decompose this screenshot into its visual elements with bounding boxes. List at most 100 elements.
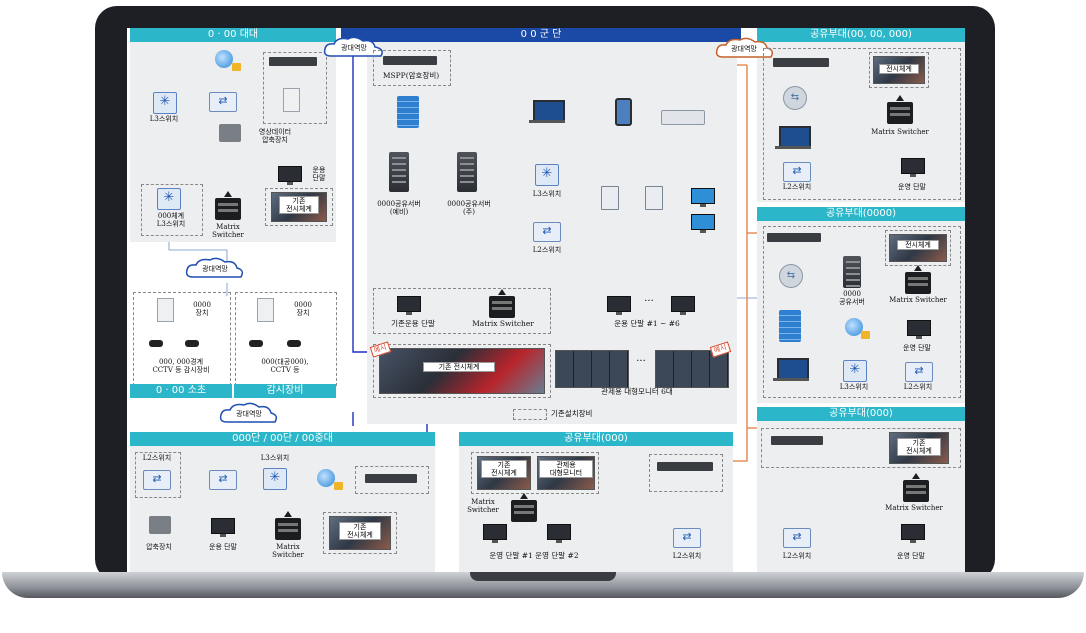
- section-title-shared-tr: 공유부대(00, 00, 000): [757, 28, 965, 42]
- op-terminal-range-label: 운용 단말 #1 ~ #6: [614, 319, 680, 328]
- existing-lr-box: [761, 428, 961, 468]
- l2-switch-mr-icon: ⇄: [905, 362, 933, 382]
- op-terminal-icon: [278, 166, 302, 185]
- existing-op-terminal-label: 기존운용 단말: [391, 319, 435, 328]
- server-backup-icon: [389, 152, 409, 192]
- matrix-switcher-mr-label: Matrix Switcher: [889, 296, 947, 304]
- pc-icon-2: [645, 186, 663, 210]
- op-terminal-bl-icon: [211, 518, 235, 537]
- matrix-switcher-tr-icon: [887, 95, 913, 124]
- control-monitor-bc-label: 관제용 대형모니터: [539, 460, 593, 478]
- l2-switch-tr-label: L2스위치: [782, 183, 812, 191]
- server-backup-label: 0000공유서버 (예비): [377, 200, 421, 216]
- switch-bl-icon: ⇄: [209, 470, 237, 490]
- wan-cloud-left: 광대역망: [183, 257, 247, 281]
- matrix-switcher-tr-label: Matrix Switcher: [871, 128, 929, 136]
- laptop-notch: [470, 572, 616, 581]
- mspp-box: [373, 50, 451, 86]
- l3-switch-mr-label: L3스위치: [839, 383, 869, 391]
- mspp-device: [269, 57, 317, 66]
- section-title-shared-mr: 공유부대(0000): [757, 207, 965, 221]
- monitor-icon-1: [691, 188, 715, 207]
- matrix-switcher-bl-icon: [275, 511, 301, 540]
- l2-switch-bc-icon: ⇄: [673, 528, 701, 548]
- cctv-icon-a1: [149, 340, 163, 347]
- l3-switch-icon: ✳: [153, 92, 177, 114]
- existing-l2-box: [135, 452, 181, 498]
- existing-terminal-box: [373, 288, 551, 334]
- op-terminal-bc-2-icon: [547, 524, 571, 543]
- matrix-switcher-bc-icon: [511, 493, 537, 522]
- laptop-screen: 0 · 00 대대 ✳ L3스위치 ⇄ 영상데이터 압축장치 운용 단말 ✳ 0…: [127, 28, 965, 572]
- existing-mspp-bc-box: [649, 454, 723, 492]
- cctv-icon-b2: [287, 340, 301, 347]
- ellipsis-terminals: ···: [644, 296, 654, 307]
- appliance-icon: [661, 110, 705, 125]
- display-mr-label: 전시체계: [897, 240, 939, 250]
- matrix-switcher-center-label: Matrix Switcher: [472, 319, 534, 328]
- kiosk-icon: [283, 88, 300, 112]
- l2-switch-center-icon: ⇄: [533, 222, 561, 242]
- compress-bl-label: 압축장치: [146, 543, 172, 551]
- l2-switch-icon: ⇄: [209, 92, 237, 112]
- lock-bl-icon: [334, 482, 343, 490]
- existing-display-box: [265, 188, 333, 226]
- matrix-switcher-icon: [215, 191, 241, 220]
- shared-server-mr-label: 0000 공유서버: [839, 290, 865, 306]
- l2-switch-mr-label: L2스위치: [903, 383, 933, 391]
- firewall-mr-icon: [779, 310, 801, 342]
- op-terminal-label: 운용 단말: [312, 166, 326, 182]
- guard-post-title: 0 · 00 소초: [130, 384, 232, 398]
- matrix-switcher-bc-label: Matrix Switcher: [467, 498, 499, 514]
- op-terminal-lr-icon: [901, 524, 925, 543]
- cctv-b-label: 000(대공000), CCTV 등: [261, 358, 309, 374]
- op-terminal-tr-icon: [901, 158, 925, 177]
- section-title-shared-lr: 공유부대(000): [757, 407, 965, 421]
- wan-cloud-lower: 광대역망: [217, 402, 281, 426]
- firewall-icon: [397, 96, 419, 128]
- existing-display-bl-box: [323, 512, 397, 554]
- existing-mspp-bl-box: [355, 466, 429, 494]
- op-terminal-mr-icon: [907, 320, 931, 339]
- video-compress-label: 영상데이터 압축장치: [258, 128, 292, 144]
- l2-switch-bc-label: L2스위치: [672, 552, 702, 560]
- legend-label: 기존설치장비: [551, 409, 593, 418]
- ellipsis-monitors: ···: [636, 356, 646, 367]
- l3-switch-center-label: L3스위치: [532, 190, 562, 198]
- existing-display-bc-label: 기존 전시체계: [481, 460, 527, 478]
- device-a-label: 0000 장치: [193, 301, 211, 317]
- op-terminal-bl-label: 운용 단말: [209, 543, 237, 551]
- pc-icon-1: [601, 186, 619, 210]
- sys-l3-switch-icon: ✳: [157, 188, 181, 210]
- matrix-switcher-lr-label: Matrix Switcher: [885, 504, 943, 512]
- existing-display-center-box: [373, 344, 551, 398]
- l3-switch-mr-icon: ✳: [843, 360, 867, 382]
- existing-display-label: 기존 전시체계: [279, 196, 319, 214]
- lock-icon: [232, 63, 241, 71]
- op-terminal-lr-label: 운영 단말: [897, 552, 925, 560]
- l2-switch-bl-icon: ⇄: [143, 470, 171, 490]
- mspp-mr-device: [767, 233, 821, 242]
- l3-switch-bl-icon: ✳: [263, 468, 287, 490]
- l2-switch-center-label: L2스위치: [532, 246, 562, 254]
- existing-display-bl-label: 기존 전시체계: [339, 522, 381, 540]
- server-main-icon: [457, 152, 477, 192]
- matrix-switcher-lr-icon: [903, 473, 929, 502]
- sys-l3-label: 000체계 L3스위치: [156, 212, 186, 228]
- mspp-label: MSPP(암호장비): [382, 71, 440, 80]
- op-terminal-tr-label: 운영 단말: [898, 183, 926, 191]
- existing-op-terminal-icon: [397, 296, 421, 315]
- existing-display-lr-label: 기존 전시체계: [897, 438, 941, 456]
- laptop-tr-icon: [775, 126, 811, 149]
- globe-mr-icon: [845, 318, 863, 336]
- video-compressor-icon: [219, 124, 241, 142]
- existing-displays-bc-box: [471, 452, 599, 494]
- matrix-switcher-bl-label: Matrix Switcher: [272, 543, 304, 559]
- laptop-icon: [529, 100, 565, 123]
- control-monitor-photo-1: [555, 350, 629, 388]
- l3-switch-bl-label: L3스위치: [260, 454, 290, 462]
- device-b-icon: [257, 298, 274, 322]
- l2-switch-tr-icon: ⇄: [783, 162, 811, 182]
- section-title-units: 000단 / 00단 / 00중대: [130, 432, 435, 446]
- compressor-bl-icon: [149, 516, 171, 534]
